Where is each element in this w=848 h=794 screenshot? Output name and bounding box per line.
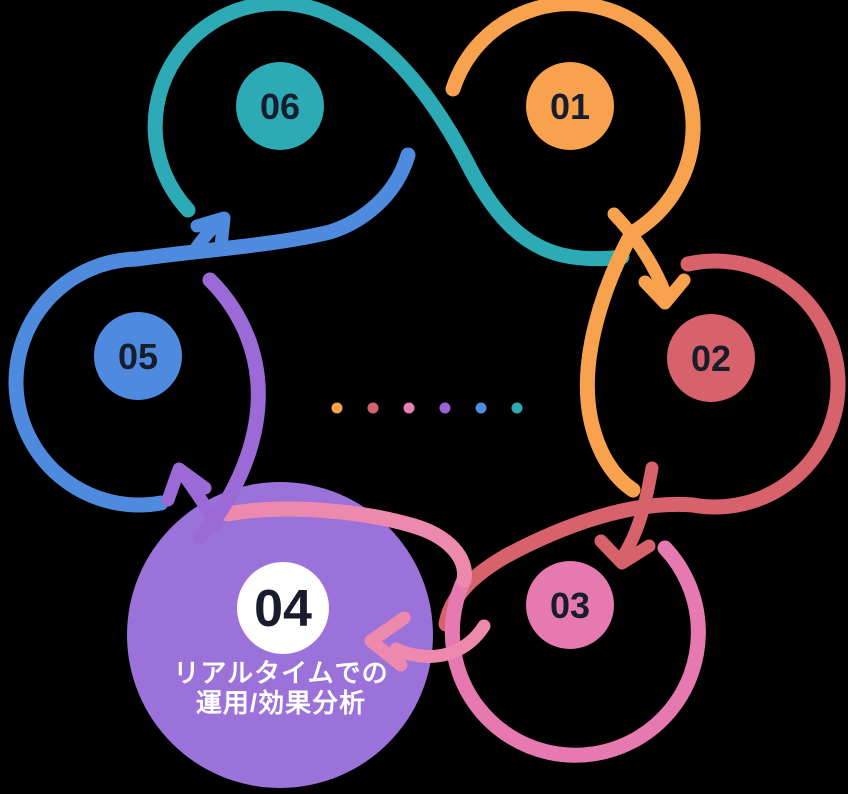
center-dots [331,402,523,414]
step-04-caption-line2: 運用/効果分析 [196,688,366,718]
step-04-number: 04 [254,580,312,638]
step-02-node-group: 02 [667,314,755,402]
step-06-loop [147,0,630,267]
step-01-node [526,62,614,150]
cycle-dot-5 [475,402,487,414]
step-03-node-group: 03 [526,561,614,649]
step-01-node-group: 01 [526,62,614,150]
step-02-node [667,314,755,402]
step-06-node [236,62,324,150]
step-02-number: 02 [691,338,731,379]
arrow-03-to-04 [364,611,491,672]
cycle-dot-2 [367,402,379,414]
cycle-dot-1 [331,402,343,414]
step-06-number: 06 [260,86,300,127]
step-02-loop [438,253,846,632]
step-05-node [94,312,182,400]
cycle-dot-4 [439,402,451,414]
arrow-01-to-02 [607,207,691,310]
step-05-number: 05 [118,336,158,377]
step-05-node-group: 05 [94,312,182,400]
step-06-node-group: 06 [236,62,324,150]
tail-04-to-05 [192,272,266,545]
arrow-04-to-05 [161,462,223,531]
arrow-02-to-03 [594,461,659,570]
step-01-number: 01 [550,86,590,127]
arrow-05-to-06 [186,211,231,260]
step-01-loop [445,0,701,498]
tail-03-to-04 [220,501,472,588]
step-04-caption-line1: リアルタイムでの [173,658,388,688]
step-03-loop [444,540,706,763]
cycle-dot-3 [403,402,415,414]
step-04-number-badge [237,562,329,654]
cycle-dot-6 [511,402,523,414]
step-05-loop [8,147,416,513]
step-04-node-group: 04 リアルタイムでの 運用/効果分析 [173,562,388,718]
step-03-node [526,561,614,649]
step-03-number: 03 [550,585,590,626]
